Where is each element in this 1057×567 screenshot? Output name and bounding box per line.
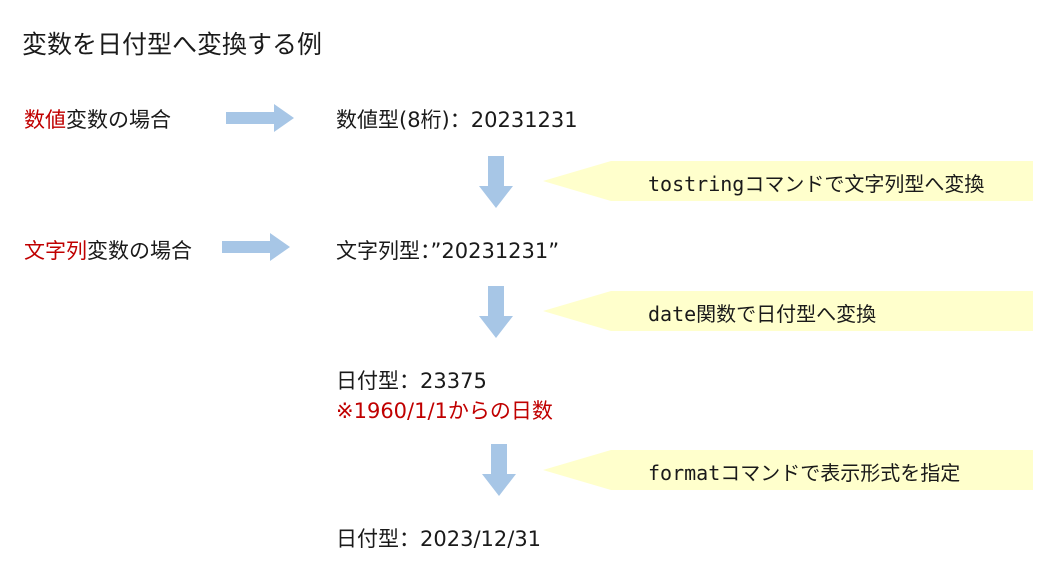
down-arrow-icon [482, 444, 516, 496]
step-callout [543, 450, 1033, 490]
numeric-highlight: 数値 [24, 108, 66, 132]
numeric-variable-label: 数値変数の場合 [24, 104, 171, 134]
step-description: コマンドで文字列型へ変換 [744, 172, 985, 196]
string-label-rest: 変数の場合 [87, 239, 192, 263]
right-arrow-icon [222, 233, 290, 261]
page-title: 変数を日付型へ変換する例 [22, 30, 323, 59]
step-callout [543, 291, 1033, 331]
down-arrow-icon [479, 156, 513, 208]
string-value: 文字列型：”20231231” [336, 239, 560, 263]
numeric-value: 数値型(8桁)：20231231 [336, 108, 578, 132]
step-date: date関数で日付型へ変換 [648, 298, 876, 327]
down-arrow-icon [479, 286, 513, 338]
command-name: tostring [648, 172, 745, 196]
formatted-date-value: 日付型：2023/12/31 [336, 527, 542, 551]
string-variable-label: 文字列変数の場合 [24, 235, 192, 265]
command-name: date [648, 302, 697, 326]
step-description: 関数で日付型へ変換 [696, 302, 877, 326]
step-format: formatコマンドで表示形式を指定 [648, 457, 960, 486]
date-value: 日付型：23375 [336, 369, 487, 393]
command-name: format [648, 461, 721, 485]
date-note: ※1960/1/1からの日数 [336, 399, 553, 423]
step-description: コマンドで表示形式を指定 [720, 461, 961, 485]
right-arrow-icon [226, 104, 294, 132]
numeric-label-rest: 変数の場合 [66, 108, 171, 132]
step-tostring: tostringコマンドで文字列型へ変換 [648, 168, 984, 197]
step-callout [543, 161, 1033, 201]
string-highlight: 文字列 [24, 239, 87, 263]
